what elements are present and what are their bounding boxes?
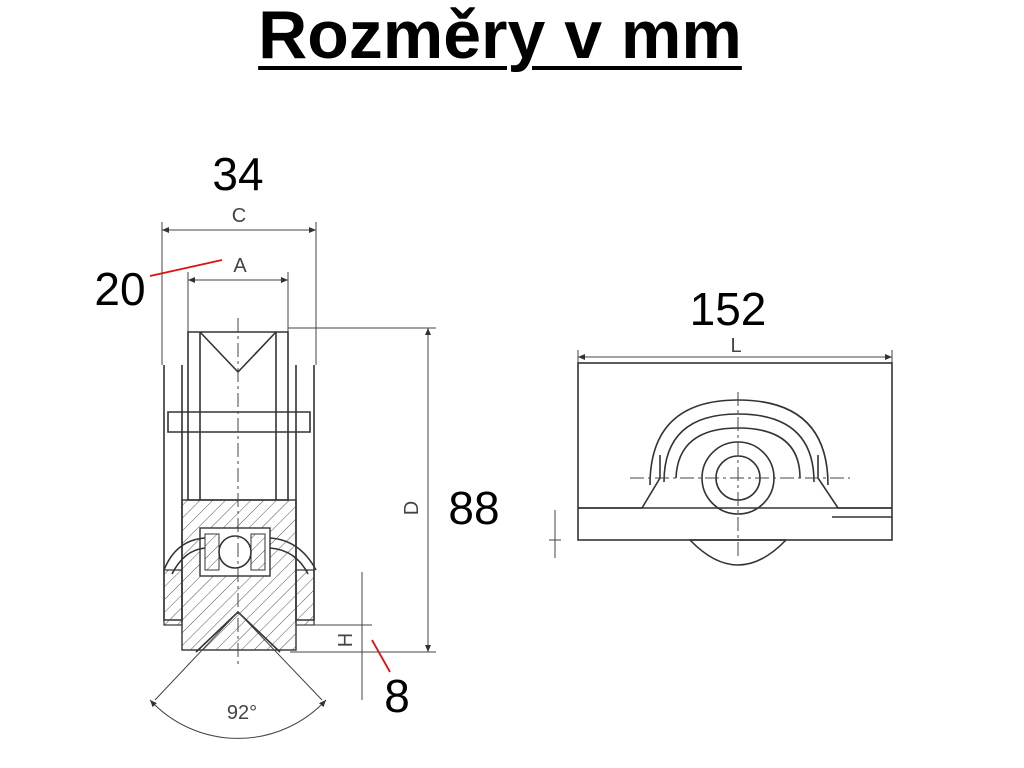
value-d: 88 [448, 482, 499, 534]
value-a: 20 [94, 263, 145, 315]
value-l: 152 [690, 283, 767, 335]
symbol-d: D [401, 501, 423, 515]
symbol-l: L [730, 335, 741, 357]
symbol-c: C [232, 205, 246, 227]
value-h: 8 [384, 670, 410, 722]
page-title: Rozměry v mm [0, 0, 1000, 76]
side-view [149, 222, 436, 739]
angle-arc [149, 699, 327, 739]
page-title-text: Rozměry v mm [258, 0, 742, 73]
symbol-a: A [233, 255, 247, 277]
leader-h [371, 639, 391, 673]
symbol-h: H [335, 633, 357, 647]
front-view [549, 350, 893, 566]
angle-label: 92° [227, 702, 257, 724]
value-c: 34 [212, 148, 263, 200]
leader-a [149, 259, 223, 277]
